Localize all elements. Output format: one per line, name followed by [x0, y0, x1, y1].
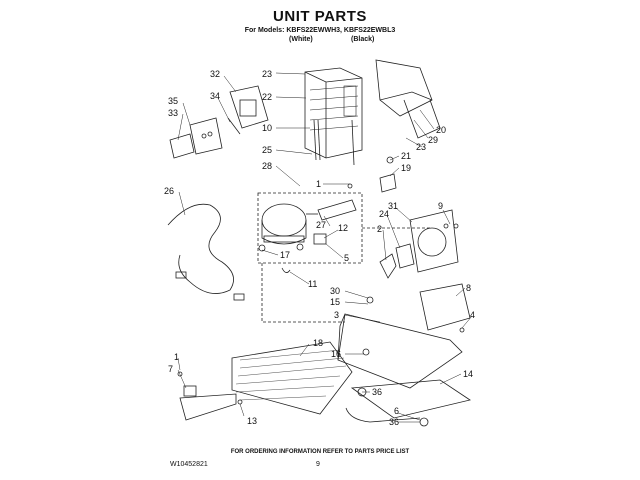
motor-bracket	[419, 283, 471, 331]
model-numbers: For Models: KBFS22EWWH3, KBFS22EWBL3	[244, 27, 396, 34]
color-black-label: (Black)	[351, 36, 375, 43]
callout-6: 6	[394, 406, 399, 416]
callout-27: 27	[316, 220, 326, 230]
callout-19: 19	[401, 163, 411, 173]
air-duct	[375, 59, 433, 117]
callout-20: 20	[436, 125, 446, 135]
callout-7: 7	[168, 364, 173, 374]
callout-12: 12	[338, 223, 348, 233]
compressor	[261, 203, 307, 237]
callout-3: 3	[334, 310, 339, 320]
callout-labels: 23 22 10 25 28 1 26 32 34 35 33 20 29 23…	[164, 69, 475, 427]
page-title: UNIT PARTS	[273, 8, 367, 25]
callout-23-right: 23	[416, 142, 426, 152]
document-number: W10452821	[170, 461, 208, 468]
callout-17: 17	[280, 250, 290, 260]
callout-21: 21	[401, 151, 411, 161]
condenser-coil	[304, 67, 363, 159]
base-pan	[337, 313, 463, 389]
fan-shroud	[409, 209, 459, 273]
callout-9: 9	[438, 201, 443, 211]
callout-13: 13	[247, 416, 257, 426]
callout-2: 2	[377, 224, 382, 234]
callout-31: 31	[388, 201, 398, 211]
callout-10: 10	[262, 123, 272, 133]
callout-34: 34	[210, 91, 220, 101]
callout-35: 35	[168, 96, 178, 106]
callout-36-upper: 36	[372, 387, 382, 397]
control-board	[189, 117, 223, 155]
callout-23: 23	[262, 69, 272, 79]
callout-28: 28	[262, 161, 272, 171]
callout-25: 25	[262, 145, 272, 155]
callout-1-left: 1	[174, 352, 179, 362]
callout-11: 11	[308, 279, 317, 289]
callout-33: 33	[168, 108, 178, 118]
callout-29: 29	[428, 135, 438, 145]
callout-8: 8	[466, 283, 471, 293]
callout-4: 4	[470, 310, 475, 320]
callout-36-lower: 36	[389, 417, 399, 427]
color-white-label: (White)	[289, 36, 313, 43]
fan-blade	[379, 253, 397, 279]
wire-harness	[167, 203, 234, 294]
callout-15: 15	[330, 297, 340, 307]
callout-18: 18	[313, 338, 323, 348]
callout-26: 26	[164, 186, 174, 196]
control-bracket	[229, 85, 269, 129]
condenser	[231, 341, 353, 415]
callout-24: 24	[379, 209, 389, 219]
page-number: 9	[316, 461, 320, 468]
callout-1-top: 1	[316, 179, 321, 189]
ordering-note: FOR ORDERING INFORMATION REFER TO PARTS …	[230, 449, 410, 455]
callout-14: 14	[463, 369, 473, 379]
callout-5: 5	[344, 253, 349, 263]
callout-22: 22	[262, 92, 272, 102]
callout-32: 32	[210, 69, 220, 79]
callout-30: 30	[330, 286, 340, 296]
callout-16: 16	[331, 349, 341, 359]
drain-pan	[350, 379, 471, 419]
compressor-assembly-box	[257, 192, 363, 264]
mount-bracket	[179, 393, 237, 421]
